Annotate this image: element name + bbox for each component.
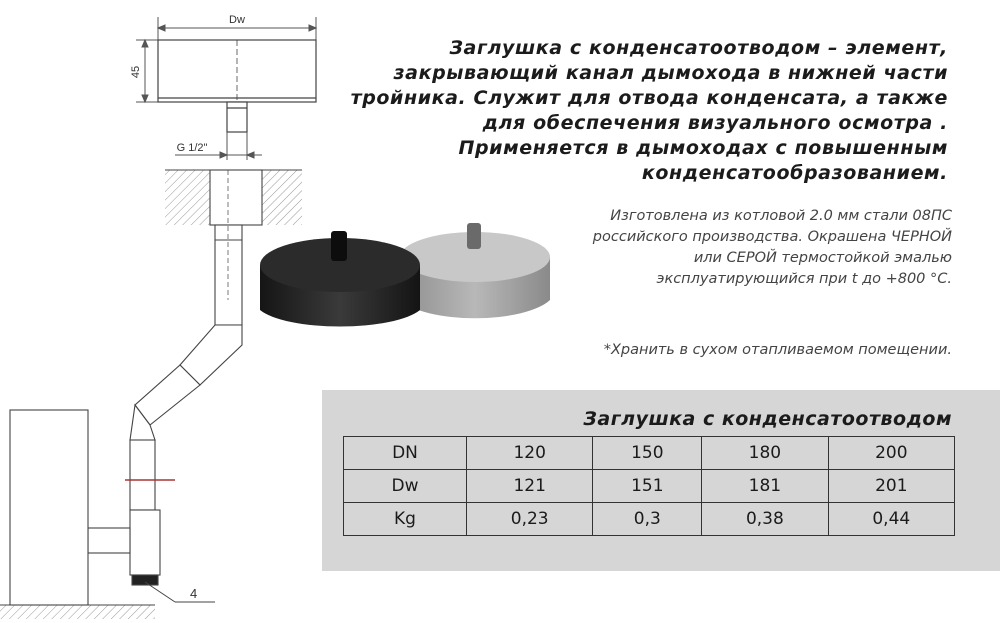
table-cell: 151 (592, 469, 703, 503)
table-cell: 121 (465, 469, 594, 503)
row-label: DN (343, 436, 467, 470)
table-row: DN 120 150 180 200 (343, 436, 956, 470)
width-label: Dw (229, 14, 245, 26)
row-label: Dw (343, 469, 467, 503)
spec-table-panel: Заглушка с конденсатоотводом DN 120 150 … (322, 390, 1000, 571)
row-label: Kg (343, 502, 467, 536)
callout-leader (144, 581, 215, 603)
table-cell: 0,38 (701, 502, 829, 536)
ceiling-section (165, 169, 302, 226)
height-label: 45 (130, 66, 142, 78)
table-row: Kg 0,23 0,3 0,38 0,44 (343, 502, 956, 536)
table-cell: 0,23 (465, 502, 594, 536)
product-photo (260, 223, 550, 327)
thread-label: G 1/2" (177, 142, 208, 154)
description-heading: Заглушка с конденсатоотводом – элемент, … (350, 37, 948, 184)
material-description: Изготовлена из котловой 2.0 мм стали 08П… (592, 208, 952, 287)
black-cap (260, 231, 420, 327)
table-cell: 0,44 (827, 502, 956, 536)
table-title: Заглушка с конденсатоотводом (583, 408, 952, 430)
table-cell: 200 (827, 436, 956, 470)
table-cell: 120 (465, 436, 594, 470)
table-cell: 180 (701, 436, 829, 470)
width-dimension (156, 17, 318, 40)
thread-dimension (175, 132, 262, 160)
table-row: Dw 121 151 181 201 (343, 469, 956, 503)
gray-cap (400, 223, 550, 319)
height-dimension (136, 38, 158, 104)
chimney-pipe-run (87, 170, 243, 586)
floor-section (0, 604, 155, 619)
callout-label: 4 (190, 586, 197, 601)
spec-table: DN 120 150 180 200 Dw 121 151 181 201 Kg… (343, 436, 956, 536)
boiler (9, 409, 89, 606)
storage-note: *Хранить в сухом отапливаемом помещении. (603, 342, 952, 358)
technical-drawing: Dw 45 G 1/2" (0, 14, 318, 619)
cap-side-view (157, 39, 317, 133)
table-cell: 0,3 (592, 502, 703, 536)
table-cell: 201 (827, 469, 956, 503)
table-cell: 150 (592, 436, 703, 470)
table-cell: 181 (701, 469, 829, 503)
